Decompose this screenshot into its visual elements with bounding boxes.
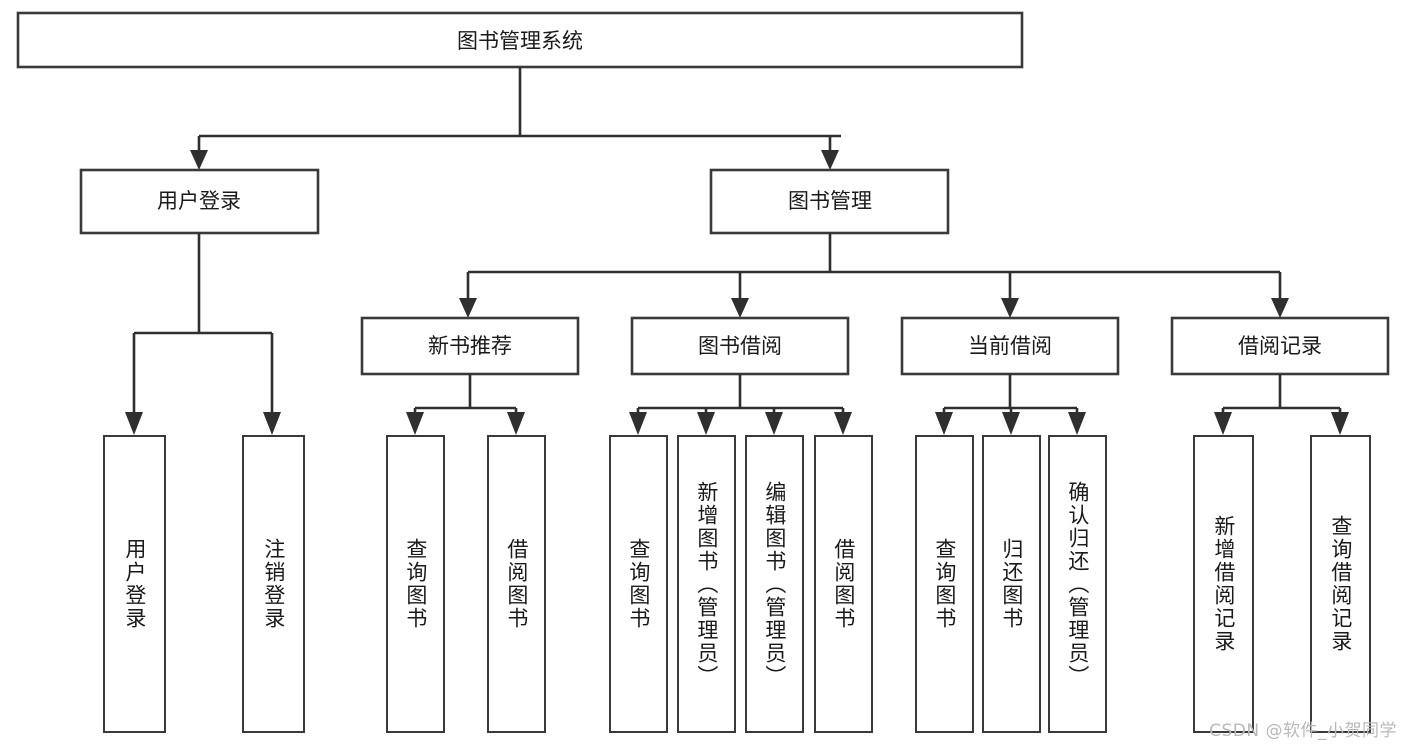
- node-book-borrow-rect: [630, 316, 850, 376]
- arrow-to-leaf-user-login: [125, 412, 143, 435]
- node-new-book-recommend-label: 新书推荐: [428, 334, 512, 358]
- node-book-borrow[interactable]: 图书借阅: [630, 316, 850, 376]
- leaf-query-borrow-record[interactable]: 查询借阅记录: [1310, 435, 1371, 733]
- node-book-borrow-label: 图书借阅: [698, 334, 782, 358]
- node-root-rect: [16, 11, 1024, 69]
- arrow-to-current-borrow: [1001, 298, 1019, 318]
- node-new-book-recommend-rect: [360, 316, 580, 376]
- node-borrow-record[interactable]: 借阅记录: [1170, 316, 1390, 376]
- node-root-label: 图书管理系统: [457, 29, 583, 53]
- connector-book-manage-to-level3: [459, 233, 1289, 318]
- leaf-query-book-recommend[interactable]: 查询图书: [386, 435, 445, 733]
- connector-borrow-record-to-leaves: [1214, 374, 1349, 435]
- node-user-login-label: 用户登录: [157, 189, 241, 213]
- node-root[interactable]: 图书管理系统: [16, 11, 1024, 69]
- connector-root-to-level2: [190, 67, 841, 170]
- watermark-text: CSDN @软件_小贺同学: [1209, 721, 1397, 741]
- node-user-login[interactable]: 用户登录: [79, 168, 320, 235]
- node-borrow-record-label: 借阅记录: [1238, 334, 1322, 358]
- leaf-borrow-book[interactable]: 借阅图书: [814, 435, 873, 733]
- arrow-to-borrow-record: [1271, 298, 1289, 318]
- leaf-query-book-current-label: 查询图书: [932, 538, 957, 630]
- connector-new-book-recommend-to-leaves: [406, 374, 525, 435]
- leaf-query-book-recommend-label: 查询图书: [403, 538, 428, 630]
- leaf-edit-book-admin-label: 编辑图书（管理员）: [762, 480, 787, 688]
- leaf-query-book-current[interactable]: 查询图书: [915, 435, 974, 733]
- arrow-to-leaf-logout: [263, 412, 281, 435]
- connector-current-borrow-to-leaves: [935, 374, 1086, 435]
- leaf-logout-label: 注销登录: [261, 538, 286, 630]
- arrow-to-book-borrow: [731, 298, 749, 318]
- leaf-return-book[interactable]: 归还图书: [982, 435, 1041, 733]
- node-current-borrow[interactable]: 当前借阅: [900, 316, 1120, 376]
- leaf-edit-book-admin[interactable]: 编辑图书（管理员）: [745, 435, 804, 733]
- arrow-to-book-manage: [821, 150, 839, 170]
- arrow-to-new-book-recommend: [459, 298, 477, 318]
- arrow-to-user-login: [190, 150, 208, 170]
- leaf-query-book-borrow[interactable]: 查询图书: [609, 435, 668, 733]
- leaf-borrow-book-recommend-label: 借阅图书: [504, 538, 529, 630]
- leaf-confirm-return-admin-label: 确认归还（管理员）: [1065, 480, 1090, 688]
- leaf-add-book-admin[interactable]: 新增图书（管理员）: [677, 435, 736, 733]
- node-book-manage[interactable]: 图书管理: [709, 168, 950, 235]
- leaf-confirm-return-admin[interactable]: 确认归还（管理员）: [1048, 435, 1107, 733]
- node-new-book-recommend[interactable]: 新书推荐: [360, 316, 580, 376]
- node-current-borrow-rect: [900, 316, 1120, 376]
- leaf-logout[interactable]: 注销登录: [242, 435, 305, 733]
- leaf-query-book-borrow-label: 查询图书: [626, 538, 651, 630]
- node-book-manage-label: 图书管理: [788, 189, 872, 213]
- node-current-borrow-label: 当前借阅: [968, 334, 1052, 358]
- connector-user-login-to-leaves: [125, 233, 281, 435]
- leaf-add-book-admin-label: 新增图书（管理员）: [694, 480, 719, 688]
- leaf-add-borrow-record[interactable]: 新增借阅记录: [1193, 435, 1254, 733]
- leaf-user-login[interactable]: 用户登录: [103, 435, 166, 733]
- leaf-borrow-book-label: 借阅图书: [831, 538, 856, 630]
- leaf-borrow-book-recommend[interactable]: 借阅图书: [487, 435, 546, 733]
- leaf-return-book-label: 归还图书: [999, 538, 1024, 630]
- leaf-query-borrow-record-label: 查询借阅记录: [1328, 515, 1353, 653]
- connector-book-borrow-to-leaves: [629, 374, 852, 435]
- leaf-add-borrow-record-label: 新增借阅记录: [1211, 515, 1236, 653]
- leaf-user-login-label: 用户登录: [122, 538, 147, 630]
